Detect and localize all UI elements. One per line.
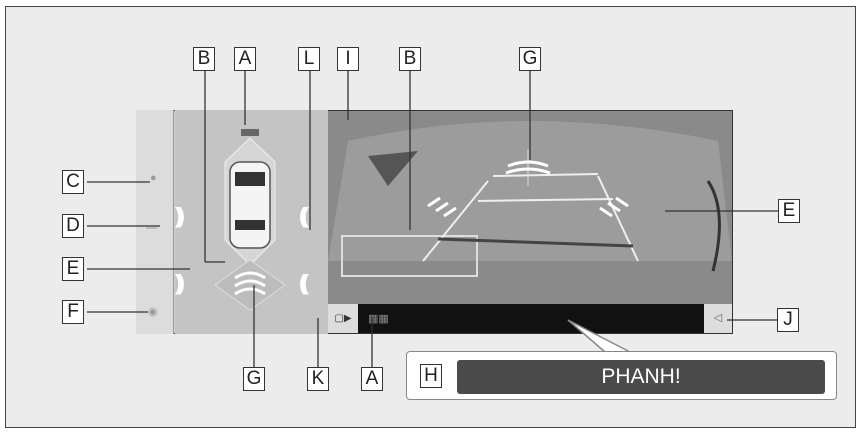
callout-k: K [307,367,329,391]
camera-guide-lines [328,111,732,304]
view-switch-icon[interactable]: ▢▶ [328,304,358,333]
callout-e-right: E [778,199,800,223]
sensor-indicator-top-icon [241,129,259,136]
top-view-panel: ))) ((( ))) ((( [175,110,328,334]
settings-dot-icon[interactable]: ◉ [148,305,158,318]
callout-d: D [62,214,84,238]
callout-l: L [298,47,320,71]
callout-c: C [62,170,84,194]
callout-h: H [420,364,442,388]
callout-e-left: E [62,257,84,281]
car-outline-icon[interactable]: ⎯⎯ [146,222,157,235]
sensor-indicator-icon: ▦▦ [368,312,389,325]
right-rear-sensor-wave-icon: ((( [299,270,303,296]
callout-g-bottom: G [243,367,265,391]
brake-warning-message: PHANH! [457,360,825,394]
callout-g-top: G [519,47,541,71]
person-sensor-icon[interactable]: ● [150,172,157,184]
top-view-graphic [175,110,328,334]
callout-a-top: A [234,47,256,71]
callout-b-right: B [399,47,421,71]
callout-j: J [777,308,799,332]
right-sensor-wave-icon: ((( [299,203,303,229]
camera-bottom-bar: ▢▶ ▦▦ ◁ [328,304,732,333]
left-sensor-wave-icon: ))) [175,203,179,229]
speaker-mute-icon[interactable]: ◁ [704,304,732,333]
left-sidebar: ● ⎯⎯ ◉ [136,110,174,334]
callout-b-left: B [193,47,215,71]
left-rear-sensor-wave-icon: ))) [175,270,179,296]
callout-a-bottom: A [361,367,383,391]
rear-camera-view [328,111,732,304]
callout-i: I [337,47,359,71]
callout-f: F [62,300,84,324]
